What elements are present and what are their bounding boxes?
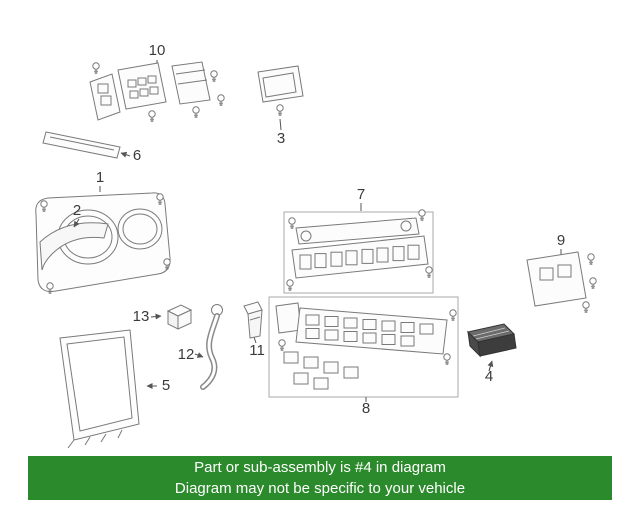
part-13-drawing bbox=[150, 304, 193, 330]
part-5-drawing bbox=[59, 329, 157, 449]
part-9-drawing bbox=[526, 249, 597, 314]
part-1-drawing bbox=[35, 186, 171, 295]
part-7-drawing bbox=[283, 203, 434, 294]
banner-line1: Part or sub-assembly is #4 in diagram bbox=[194, 458, 446, 476]
part-label-10: 10 bbox=[148, 42, 166, 59]
part-label-2: 2 bbox=[72, 202, 82, 219]
notice-banner: Part or sub-assembly is #4 in diagram Di… bbox=[28, 456, 612, 500]
part-6-drawing bbox=[42, 131, 131, 159]
part-label-8: 8 bbox=[361, 400, 371, 417]
part-10-drawing bbox=[89, 60, 225, 123]
part-label-11: 11 bbox=[249, 342, 265, 359]
part-3-drawing bbox=[257, 65, 304, 131]
part-8-drawing bbox=[268, 296, 459, 402]
part-12-drawing bbox=[194, 304, 223, 390]
part-4-drawing-highlighted bbox=[467, 323, 517, 372]
part-label-12: 12 bbox=[177, 346, 195, 363]
part-label-5: 5 bbox=[161, 377, 171, 394]
part-label-3: 3 bbox=[276, 130, 286, 147]
part-11-drawing bbox=[243, 301, 263, 344]
part-label-6: 6 bbox=[132, 147, 142, 164]
part-label-13: 13 bbox=[132, 308, 150, 325]
banner-line2: Diagram may not be specific to your vehi… bbox=[174, 479, 466, 497]
part-label-4: 4 bbox=[484, 368, 494, 385]
part-label-9: 9 bbox=[556, 232, 566, 249]
part-label-7: 7 bbox=[356, 186, 366, 203]
part-label-1: 1 bbox=[95, 169, 105, 186]
part-2-drawing bbox=[39, 218, 109, 271]
